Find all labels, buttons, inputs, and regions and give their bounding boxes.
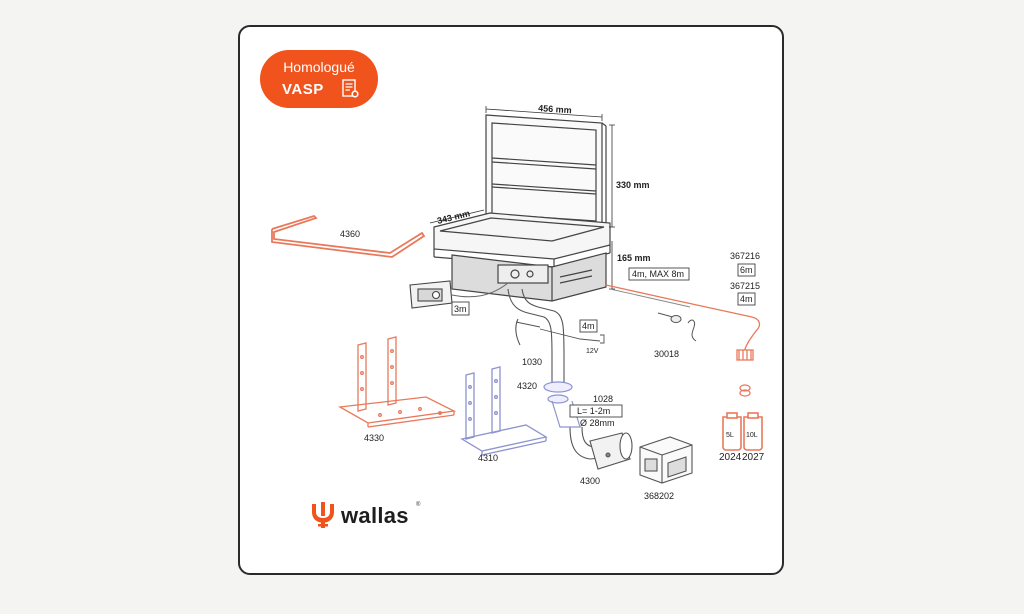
label-1028: 1028 [593, 394, 613, 404]
label-4360: 4360 [340, 229, 360, 239]
exhaust-pipe [507, 288, 612, 460]
box-3m [451, 301, 470, 316]
dimension-lines [429, 106, 615, 290]
trident-logo-icon [312, 502, 334, 528]
label-30018: 30018 [654, 349, 679, 359]
label-4320: 4320 [517, 381, 537, 391]
label-12v: 12V [586, 348, 599, 355]
tank-cap [736, 349, 754, 397]
exhaust-flange [543, 381, 573, 404]
label-4310: 4310 [478, 453, 498, 463]
control-panel [409, 280, 453, 309]
box-4m [737, 292, 756, 306]
label-1030: 1030 [522, 357, 542, 367]
label-4300: 4300 [580, 476, 600, 486]
stove-body [433, 212, 611, 302]
diagram-card: Homologué VASP [238, 25, 784, 575]
label-368202: 368202 [644, 491, 674, 501]
part-4360-frame [271, 214, 426, 258]
box-wire-4m [579, 319, 598, 333]
homologation-badge: Homologué VASP [260, 50, 378, 108]
label-length: L= 1-2m [577, 406, 610, 416]
registered-mark: ® [416, 502, 421, 508]
exhaust-outlet [589, 432, 633, 470]
label-367215: 367215 [730, 281, 760, 291]
box-cable-length [628, 267, 690, 281]
fuel-line [605, 284, 761, 356]
tank-5l [722, 412, 742, 451]
dimension-height: 330 mm [616, 180, 650, 190]
label-diameter: Ø 28mm [580, 418, 615, 428]
stove-exploded-diagram: 456 mm 330 mm 343 mm 165 mm 4360 3m 4m, … [271, 103, 765, 501]
certificate-document-icon [342, 79, 359, 98]
label-tank-10l: 10L [746, 432, 758, 439]
label-6m: 6m [740, 265, 753, 275]
label-tank-5l: 5L [726, 432, 734, 439]
part-4310-bracket [460, 366, 548, 456]
stove-lid [485, 114, 607, 229]
part-368202-box [639, 436, 693, 484]
box-length [569, 404, 623, 418]
dimension-width: 456 mm [538, 103, 572, 115]
badge-line-vasp: VASP [282, 81, 324, 98]
box-6m [737, 263, 756, 277]
label-cable-length: 4m, MAX 8m [632, 269, 684, 279]
label-2024: 2024 [719, 452, 742, 463]
tank-10l [743, 412, 763, 451]
wire-12v [539, 328, 605, 344]
brand-name: wallas [341, 503, 409, 528]
badge-line-homologue: Homologué [283, 59, 355, 75]
label-4m: 4m [740, 294, 753, 304]
dimension-lower: 165 mm [617, 253, 651, 263]
label-367216: 367216 [730, 251, 760, 261]
label-3m: 3m [454, 304, 467, 314]
label-2027: 2027 [742, 452, 765, 463]
fuel-pump [657, 312, 697, 342]
part-4330-bracket [337, 336, 457, 428]
label-4330: 4330 [364, 433, 384, 443]
label-wire-4m: 4m [582, 321, 595, 331]
